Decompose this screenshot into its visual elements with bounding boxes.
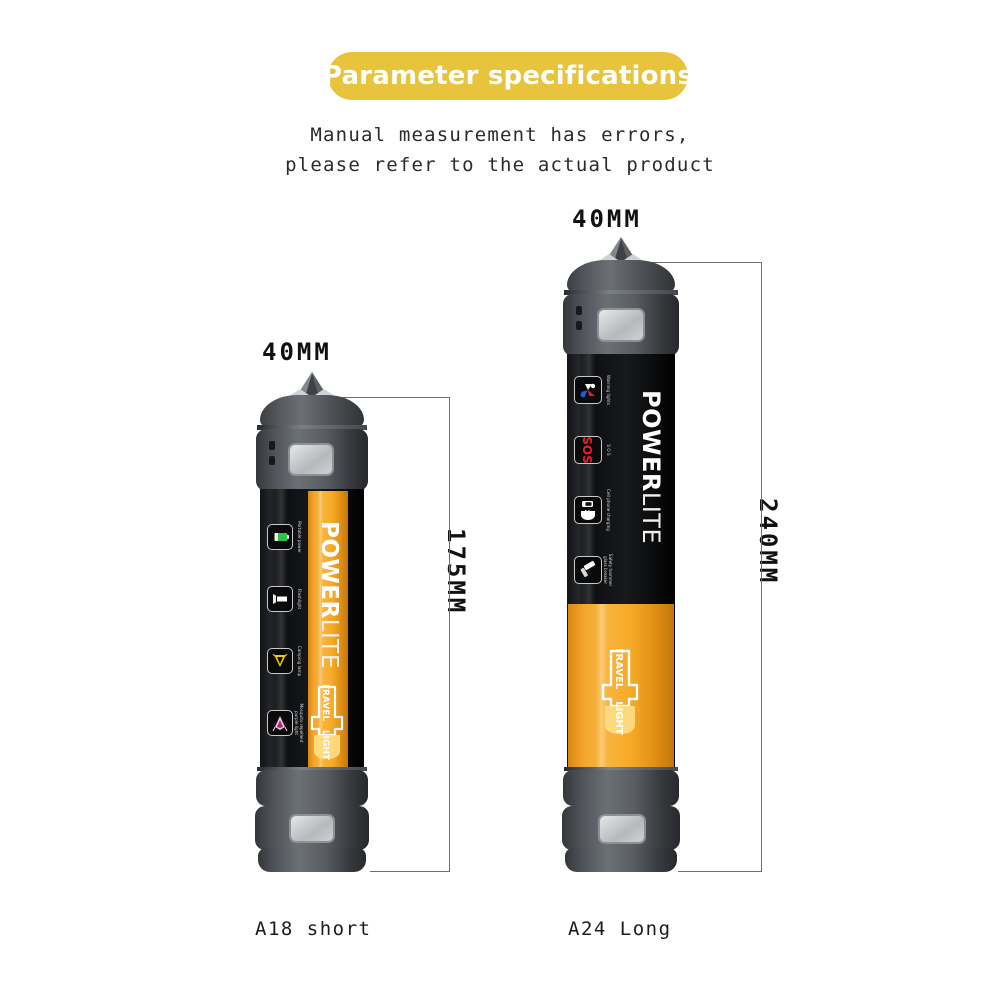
a24-brand-primary: POWER: [637, 390, 665, 492]
a24-diameter-label: 40MM: [572, 205, 642, 233]
a24-tail-ring: [563, 770, 679, 806]
a24-tail-seam: [564, 767, 678, 771]
camping-lamp-icon: [267, 648, 293, 674]
disclaimer-line-2: please refer to the actual product: [285, 154, 715, 176]
a24-guide-vertical: [761, 262, 762, 872]
icon-cell: S O S SOS: [574, 428, 613, 472]
a24-tail-body: [562, 806, 680, 850]
a18-brand-text: POWERLITE: [316, 521, 342, 669]
a18-icon-label-3: Mosquito repellent purple light: [294, 703, 305, 743]
a18-tail-lamp: [289, 814, 335, 843]
a24-orange-section: [568, 604, 674, 769]
a24-guide-top: [650, 262, 762, 263]
a24-travel-light-logo: TRAVEL LIGHT: [601, 649, 639, 735]
warning-light-icon: [574, 376, 602, 404]
a24-brand-text: POWERLITE: [637, 390, 665, 545]
a18-icon-label-0: Portable power: [296, 521, 302, 553]
icon-cell: Flashlight: [267, 577, 304, 621]
a18-feature-icons: Portable power Flashlight: [267, 515, 304, 745]
a24-side-lamp: [597, 308, 645, 342]
a18-tail-cap: [258, 848, 366, 872]
phone-charging-icon: 2: [574, 496, 602, 524]
a24-cap-top: [567, 260, 675, 294]
a18-guide-top: [340, 397, 450, 398]
a18-icon-label-2: Camping lamp: [296, 645, 302, 677]
product-a18: POWERLITE TRAVEL LIGHT Portable power: [252, 372, 372, 875]
a18-guide-vertical: [449, 397, 450, 872]
a24-tail-cap: [565, 848, 677, 872]
icon-cell: Mosquito repellent purple light: [267, 701, 304, 745]
a24-indicator-dot-1: [576, 306, 582, 315]
a18-caption: A18 short: [255, 918, 372, 940]
icon-cell: Portable power: [267, 515, 304, 559]
page-title: Parameter specifications: [322, 61, 694, 91]
a24-brand-secondary: LITE: [637, 491, 665, 545]
product-a24: POWERLITE TRAVEL LIGHT Warning lights: [558, 237, 684, 875]
a18-logo-top-text: TRAVEL: [320, 685, 330, 721]
a18-head-body: [256, 429, 368, 491]
a18-tail-body: [255, 806, 369, 850]
a24-barrel: POWERLITE TRAVEL LIGHT Warning lights: [567, 354, 675, 769]
flashlight-icon: [267, 586, 293, 612]
a18-guide-bottom: [370, 871, 450, 872]
mosquito-repellent-icon: [267, 710, 293, 736]
a24-icon-label-2: S O S: [605, 444, 611, 456]
a24-caption: A24 Long: [568, 918, 672, 940]
a24-tail-lamp: [598, 814, 646, 844]
a24-orange-gloss: [595, 604, 608, 769]
glass-breaker-icon: [574, 556, 602, 584]
icon-cell: Cell phone charging 2: [574, 488, 613, 532]
a18-icon-label-1: Flashlight: [296, 588, 302, 610]
a18-indicator-dot-1: [269, 441, 275, 450]
portable-power-icon: [267, 524, 293, 550]
a18-brand-secondary: LITE: [316, 618, 342, 669]
a24-icon-label-4: Cell phone charging: [605, 489, 611, 531]
a24-indicator-dot-2: [576, 321, 582, 330]
a18-barrel: POWERLITE TRAVEL LIGHT Portable power: [260, 489, 364, 769]
svg-text:2: 2: [583, 510, 590, 514]
a18-cap-seam: [257, 425, 367, 430]
a18-indicator-dot-2: [269, 456, 275, 465]
a24-feature-icons: Warning lights: [567, 368, 613, 592]
a18-travel-light-logo: TRAVEL LIGHT: [310, 685, 344, 761]
svg-text:SOS: SOS: [580, 437, 594, 463]
a18-tail-ring: [256, 770, 368, 806]
a18-barrel-gloss: [274, 489, 289, 769]
disclaimer-line-1: Manual measurement has errors,: [310, 124, 690, 146]
a18-side-lamp: [288, 443, 334, 476]
icon-cell: Camping lamp: [267, 639, 304, 683]
icon-cell: Safety hammer glass breaker: [574, 548, 613, 592]
a24-length-label: 240MM: [754, 498, 782, 586]
a18-brand-primary: POWER: [316, 521, 342, 619]
a24-cap-seam: [564, 290, 678, 295]
a18-diameter-label: 40MM: [262, 338, 332, 366]
a18-cap-top: [260, 395, 364, 429]
disclaimer-text: Manual measurement has errors, please re…: [0, 120, 1000, 180]
a18-orange-gloss: [318, 491, 323, 769]
a24-icon-label-6: Safety hammer glass breaker: [603, 553, 614, 587]
sos-icon: SOS: [574, 436, 602, 464]
a18-tail-seam: [257, 767, 367, 771]
a24-logo-bottom-text: LIGHT: [613, 701, 624, 735]
icon-cell: Warning lights: [574, 368, 613, 412]
page-title-pill: Parameter specifications: [323, 52, 693, 100]
a24-logo-top-text: TRAVEL: [613, 649, 624, 690]
a18-logo-bottom-text: LIGHT: [320, 730, 330, 761]
a24-guide-bottom: [678, 871, 762, 872]
a18-length-label: 175MM: [442, 528, 470, 616]
a24-head-body: [563, 294, 679, 356]
a24-icon-label-0: Warning lights: [605, 374, 611, 405]
